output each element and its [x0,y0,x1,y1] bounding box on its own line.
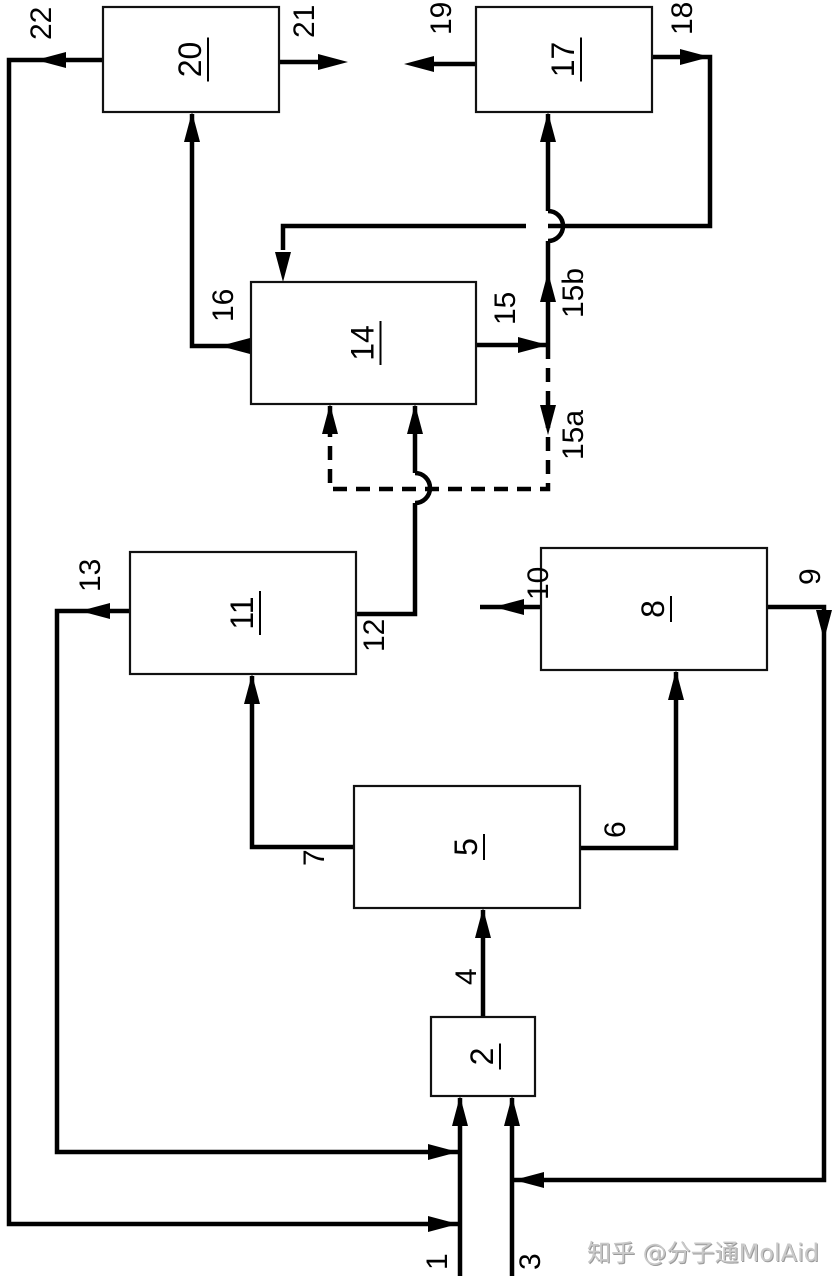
stream-label-3: 3 [514,1253,547,1270]
unit-box [352,784,582,910]
stream-label-13: 13 [74,559,107,592]
arrow-9 [514,1172,544,1188]
arrow-18 [680,49,710,65]
stream-label-16: 16 [207,289,240,322]
stream-label-19: 19 [425,2,458,35]
stream-label-4: 4 [450,968,483,985]
crossover-15b [547,208,566,244]
unit-box [101,5,281,114]
arrow-15a [322,404,338,434]
unit-11: 11 [128,550,358,676]
arrow-10 [494,599,524,615]
stream-label-10: 10 [522,567,555,600]
arrow-18-down [275,252,291,282]
stream-line-9 [514,604,827,1183]
unit-label: 5 [448,838,484,856]
arrow-7 [244,674,260,704]
stream-label-6: 6 [599,821,632,838]
stream-label-7: 7 [298,849,331,866]
unit-2: 2 [429,1015,537,1098]
arrow-15b [540,112,556,142]
unit-box [429,1015,537,1098]
stream-arrows [36,49,832,1232]
arrow-16-left [220,338,250,354]
stream-label-22: 22 [25,7,58,40]
stream-label-12: 12 [358,619,391,652]
unit-label: 8 [635,600,671,618]
arrow-13 [428,1144,458,1160]
stream-label-9: 9 [794,568,827,585]
unit-label: 14 [345,325,381,361]
stream-line-7 [249,676,354,850]
unit-label: 2 [464,1048,500,1066]
unit-5: 5 [352,784,582,910]
unit-boxes: 2 5 8 11 14 17 20 [101,5,769,1098]
unit-17: 17 [474,5,654,114]
arrow-12 [407,404,423,434]
unit-box [128,550,358,676]
unit-label: 17 [545,42,581,78]
unit-box [539,546,769,672]
unit-box [474,5,654,114]
stream-line-12 [356,503,418,617]
unit-14: 14 [249,280,478,406]
arrow-1 [452,1096,468,1126]
arrow-15a-down [540,405,556,435]
arrow-15 [518,337,548,353]
arrow-15b-mid [540,272,556,302]
stream-line-6 [580,672,679,851]
stream-line-18b [280,223,526,250]
stream-label-18: 18 [666,2,699,35]
stream-label-15a: 15a [557,410,590,460]
arrow-16 [184,112,200,142]
arrow-13-left [80,603,110,619]
unit-label: 11 [224,596,260,629]
unit-label: 20 [172,42,208,78]
unit-20: 20 [101,5,281,114]
arrow-9-down [816,610,832,640]
stream-label-15: 15 [489,292,522,325]
stream-label-1: 1 [421,1253,454,1270]
arrow-6 [668,670,684,700]
unit-8: 8 [539,546,769,672]
arrow-21 [318,54,348,70]
arrow-22-left [36,52,66,68]
arrow-22 [428,1216,458,1232]
arrow-4 [475,908,491,938]
unit-box [249,280,478,406]
stream-label-21: 21 [288,5,321,38]
arrow-3 [504,1096,520,1126]
stream-label-15b: 15b [557,268,590,318]
arrow-19 [404,56,434,72]
watermark: 知乎 @分子通MolAid [587,1239,820,1267]
